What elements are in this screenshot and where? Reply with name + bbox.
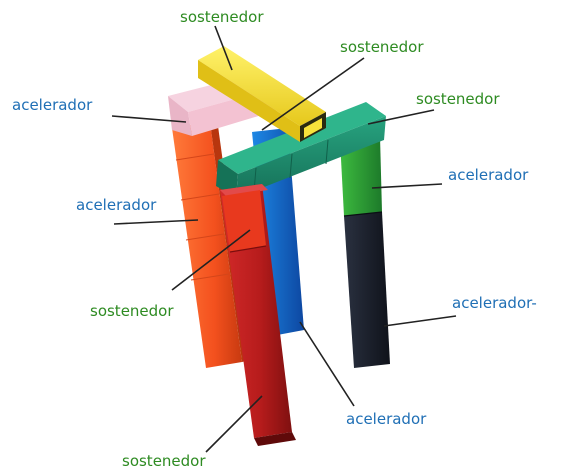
leader-line-sostenedor-red-top [171,229,251,291]
leader-lines [111,25,457,453]
label-sostenedor-yellow: sostenedor [340,38,424,56]
label-sostenedor-teal: sostenedor [416,90,500,108]
label-sostenedor-red-bottom: sostenedor [122,452,206,470]
green-black-rod [340,136,390,368]
leader-line-sostenedor-top [214,25,233,71]
label-sostenedor-red-top: sostenedor [90,302,174,320]
leader-line-acelerador-orange [113,219,199,225]
label-acelerador-pink: acelerador [12,96,93,114]
red-rod [220,184,296,446]
label-sostenedor-top: sostenedor [180,8,264,26]
label-acelerador-orange: acelerador [76,196,157,214]
leader-line-sostenedor-red-bottom [205,395,263,453]
label-acelerador-green: acelerador [448,166,529,184]
label-acelerador-black: acelerador- [452,294,537,312]
leader-line-acelerador-black [383,315,457,327]
leader-line-acelerador-blue [299,321,355,407]
leader-line-sostenedor-teal [367,109,435,125]
leader-line-acelerador-pink [111,115,187,123]
leader-line-acelerador-green [371,183,443,189]
leader-line-sostenedor-yellow [261,57,365,131]
label-acelerador-blue: acelerador [346,410,427,428]
